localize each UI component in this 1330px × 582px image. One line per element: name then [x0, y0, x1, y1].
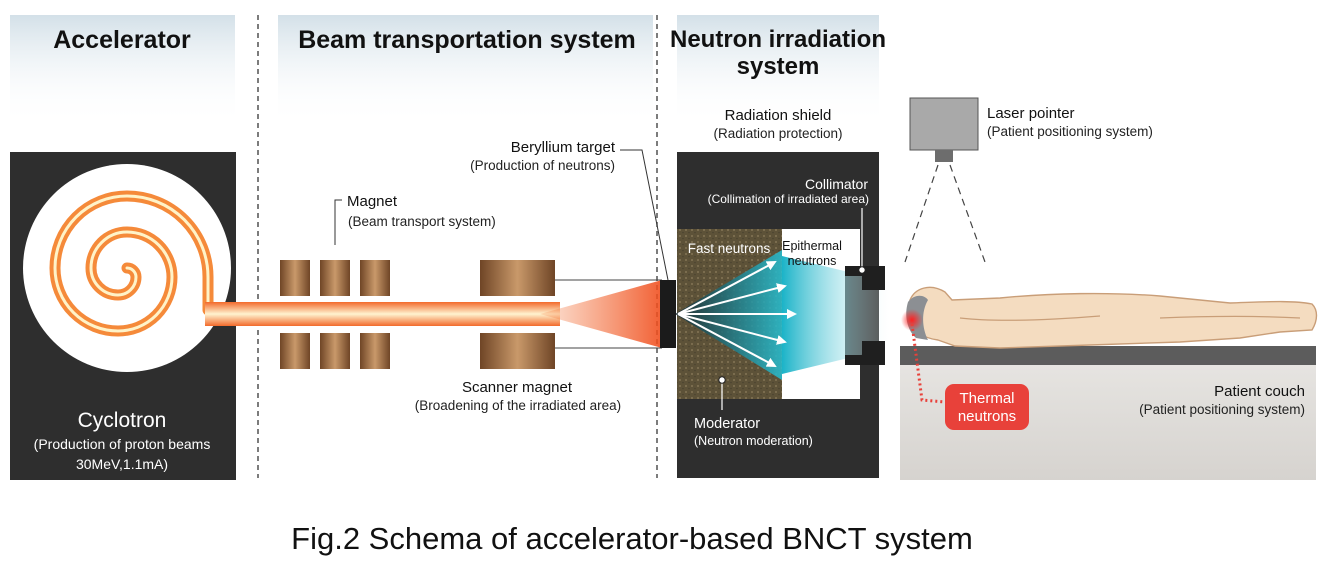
laser-pointer-nozzle [935, 150, 953, 162]
thermal-neutrons-label-line2: neutrons [958, 408, 1016, 425]
magnet-1-top [280, 260, 310, 296]
neutron-arrow-5 [677, 313, 777, 367]
radiation-shield-label: Radiation shield [725, 107, 832, 124]
fast-neutrons-label: Fast neutrons [688, 241, 771, 256]
magnet-2-bottom [320, 333, 350, 369]
laser-pointer-body [909, 97, 979, 151]
patient-body [909, 286, 1318, 349]
patient-couch-detail: (Patient positioning system) [1139, 402, 1305, 417]
collimator-detail: (Collimation of irradiated area) [708, 192, 869, 206]
patient-legline [1159, 315, 1301, 319]
neutron-irradiation-header-band [677, 15, 879, 125]
beam-spread-fan [540, 280, 662, 348]
neutron-arrow-2 [677, 283, 787, 315]
neutron-irradiation-title-line2: system [737, 53, 820, 80]
beryllium-target-detail: (Production of neutrons) [470, 158, 615, 173]
cyclotron-detail-line2: 30MeV,1.1mA) [76, 456, 168, 472]
beryllium-target [660, 280, 676, 348]
thermal-neutrons-badge [945, 384, 1029, 430]
moderator-detail: (Neutron moderation) [694, 434, 813, 448]
patient-arm [959, 315, 1101, 321]
collimator-marker [858, 266, 866, 274]
neutron-irradiation-title-line1: Neutron irradiation [670, 26, 886, 53]
radiation-shield-detail: (Radiation protection) [713, 126, 842, 141]
beam-transport-title: Beam transportation system [298, 26, 636, 54]
patient-couch-top [900, 346, 1316, 365]
accelerator-header-band [10, 15, 235, 125]
cyclotron-spiral-core [53, 194, 210, 333]
magnet-label: Magnet [347, 193, 398, 210]
magnet-3-top [360, 260, 390, 296]
epithermal-neutrons-label-line2: neutrons [788, 254, 837, 268]
thermal-neutrons-label-line1: Thermal [959, 390, 1014, 407]
beam-transport-header-band [278, 15, 653, 125]
moderator-label: Moderator [694, 416, 760, 432]
cyclotron-detail-line1: (Production of proton beams [34, 436, 211, 452]
tumor-hotspot [901, 309, 923, 331]
magnet-bracket [334, 199, 342, 245]
collimator-upper [845, 266, 885, 290]
scanner-magnet-label: Scanner magnet [462, 379, 573, 396]
proton-beam-line [205, 302, 560, 326]
patient-couch-label: Patient couch [1214, 383, 1305, 400]
scanner-magnet-bottom [480, 333, 555, 369]
magnet-detail: (Beam transport system) [348, 214, 496, 229]
beryllium-target-label: Beryllium target [511, 139, 616, 156]
magnet-3-bottom [360, 333, 390, 369]
cyclotron-label: Cyclotron [78, 409, 167, 432]
epithermal-neutrons-label-line1: Epithermal [782, 239, 842, 253]
laser-pointer-label: Laser pointer [987, 105, 1075, 122]
accelerator-title: Accelerator [53, 26, 191, 54]
neutron-arrow-4 [677, 313, 787, 345]
neutron-arrow-1 [677, 261, 777, 315]
collimator-label: Collimator [805, 176, 868, 192]
moderator-marker [718, 376, 726, 384]
scanner-magnet-top [480, 260, 555, 296]
collimator-lower [845, 341, 885, 365]
laser-beam-left [904, 164, 939, 263]
scanner-magnet-detail: (Broadening of the irradiated area) [415, 398, 621, 413]
beryllium-target-leader [620, 149, 669, 281]
figure-caption: Fig.2 Schema of accelerator-based BNCT s… [291, 521, 973, 556]
laser-beam-right [949, 164, 986, 263]
magnet-1-bottom [280, 333, 310, 369]
thermal-neutrons-leader [910, 323, 946, 404]
laser-pointer-detail: (Patient positioning system) [987, 124, 1153, 139]
magnet-2-top [320, 260, 350, 296]
